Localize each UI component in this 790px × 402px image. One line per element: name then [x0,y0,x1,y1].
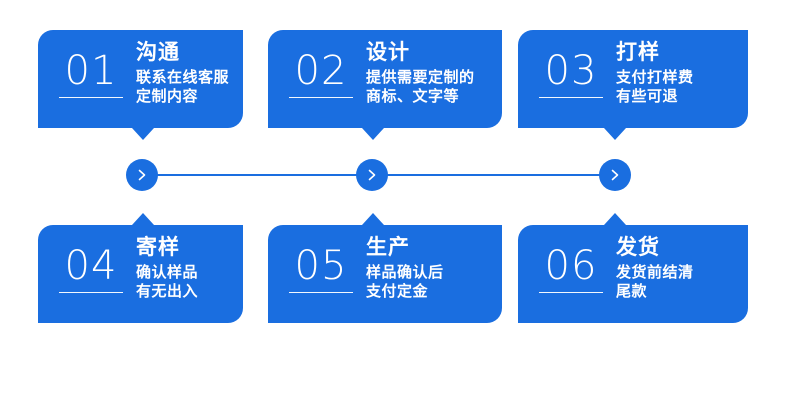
step-number: 03 [544,48,598,94]
step-description-line: 有无出入 [136,283,199,300]
step-description: 发货前结清 尾款 [616,263,740,301]
step-number-block: 06 [534,245,608,293]
notch-down-icon [362,128,384,140]
step-number: 01 [64,48,118,94]
step-number-block: 03 [534,50,608,98]
step-description-line: 样品确认后 [366,264,444,281]
step-text-block: 沟通 联系在线客服 定制内容 [136,40,235,106]
step-number-block: 04 [54,245,128,293]
notch-up-icon [132,213,154,225]
step-title: 寄样 [136,236,180,259]
step-number: 05 [294,243,348,289]
connector-node-3[interactable] [599,159,631,191]
step-number-block: 05 [284,245,358,293]
step-title: 打样 [616,41,660,64]
step-text-block: 生产 样品确认后 支付定金 [366,235,494,301]
step-card-03[interactable]: 03 打样 支付打样费 有些可退 [518,30,748,140]
step-text-block: 打样 支付打样费 有些可退 [616,40,740,106]
chevron-right-icon [368,169,376,181]
step-text-block: 寄样 确认样品 有无出入 [136,235,235,301]
step-number: 06 [544,243,598,289]
step-description-line: 确认样品 [136,264,199,281]
step-description-line: 定制内容 [136,88,199,105]
step-number-underline [59,97,123,98]
step-description: 样品确认后 支付定金 [366,263,494,301]
step-card-05[interactable]: 05 生产 样品确认后 支付定金 [268,213,502,323]
notch-up-icon [362,213,384,225]
connector-node-1[interactable] [126,159,158,191]
step-card-04[interactable]: 04 寄样 确认样品 有无出入 [38,213,243,323]
step-number-underline [539,292,603,293]
step-card-06[interactable]: 06 发货 发货前结清 尾款 [518,213,748,323]
step-description-line: 有些可退 [616,88,679,105]
step-description: 提供需要定制的 商标、文字等 [366,68,494,106]
step-description-line: 支付定金 [366,283,429,300]
step-description-line: 商标、文字等 [366,88,460,105]
step-number-underline [539,97,603,98]
step-card-01[interactable]: 01 沟通 联系在线客服 定制内容 [38,30,243,140]
step-description: 支付打样费 有些可退 [616,68,740,106]
notch-up-icon [604,213,626,225]
step-description-line: 提供需要定制的 [366,69,475,86]
step-title: 发货 [616,236,660,259]
chevron-right-icon [138,169,146,181]
notch-down-icon [132,128,154,140]
step-number-block: 01 [54,50,128,98]
step-description-line: 联系在线客服 [136,69,230,86]
step-text-block: 发货 发货前结清 尾款 [616,235,740,301]
step-title: 设计 [366,41,410,64]
connector-line [142,174,615,176]
step-number: 04 [64,243,118,289]
step-title: 生产 [366,236,410,259]
step-number-underline [289,97,353,98]
step-number: 02 [294,48,348,94]
step-description: 确认样品 有无出入 [136,263,235,301]
chevron-right-icon [611,169,619,181]
step-text-block: 设计 提供需要定制的 商标、文字等 [366,40,494,106]
step-title: 沟通 [136,41,180,64]
step-number-underline [59,292,123,293]
step-number-underline [289,292,353,293]
step-description: 联系在线客服 定制内容 [136,68,235,106]
connector-node-2[interactable] [356,159,388,191]
step-description-line: 支付打样费 [616,69,694,86]
step-description-line: 发货前结清 [616,264,694,281]
notch-down-icon [604,128,626,140]
step-description-line: 尾款 [616,283,648,300]
step-card-02[interactable]: 02 设计 提供需要定制的 商标、文字等 [268,30,502,140]
step-number-block: 02 [284,50,358,98]
